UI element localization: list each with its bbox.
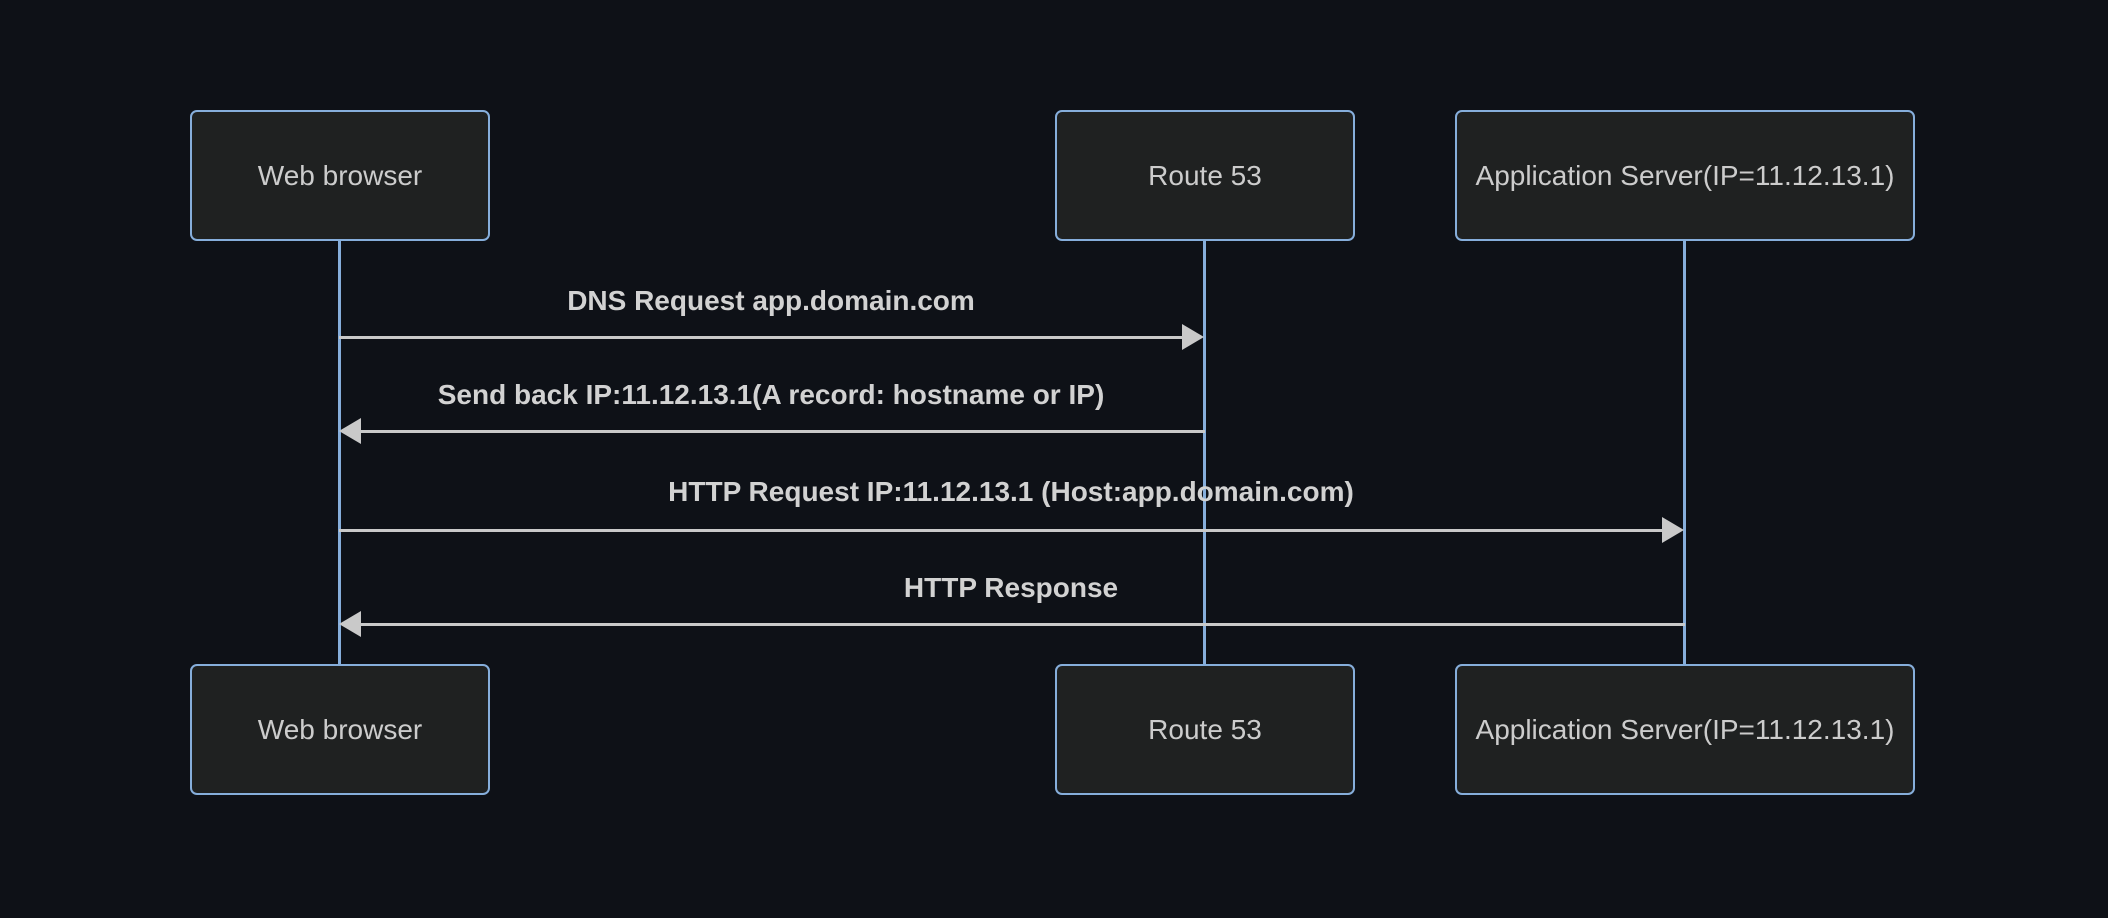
lifeline-web-browser xyxy=(338,241,341,664)
actor-label-app-server: Application Server(IP=11.12.13.1) xyxy=(1475,713,1895,745)
message-label-send-back-ip: Send back IP:11.12.13.1(A record: hostna… xyxy=(437,379,1105,410)
actor-box-web-browser-top: Web browser xyxy=(190,110,490,241)
actor-label-route53: Route 53 xyxy=(1148,713,1262,745)
actor-label-app-server: Application Server(IP=11.12.13.1) xyxy=(1475,159,1895,191)
actor-box-app-server-top: Application Server(IP=11.12.13.1) xyxy=(1455,110,1915,241)
actor-box-route53-top: Route 53 xyxy=(1055,110,1355,241)
arrowhead-left xyxy=(339,611,361,637)
actor-label-web-browser: Web browser xyxy=(257,713,423,745)
message-label-http-request: HTTP Request IP:11.12.13.1 (Host:app.dom… xyxy=(668,476,1354,507)
actor-box-app-server-bottom: Application Server(IP=11.12.13.1) xyxy=(1455,664,1915,795)
lifeline-route53 xyxy=(1203,241,1206,664)
arrowhead-right xyxy=(1662,517,1684,543)
message-arrow-http-response xyxy=(360,623,1685,626)
actor-box-web-browser-bottom: Web browser xyxy=(190,664,490,795)
actor-label-route53: Route 53 xyxy=(1148,159,1262,191)
message-arrow-dns-request xyxy=(339,336,1185,339)
lifeline-app-server xyxy=(1683,241,1686,664)
arrowhead-left xyxy=(339,418,361,444)
arrowhead-right xyxy=(1182,324,1204,350)
message-arrow-http-request xyxy=(339,529,1665,532)
message-arrow-send-back-ip xyxy=(360,430,1205,433)
message-label-http-response: HTTP Response xyxy=(903,572,1119,603)
message-label-dns-request: DNS Request app.domain.com xyxy=(567,285,975,316)
actor-label-web-browser: Web browser xyxy=(257,159,423,191)
actor-box-route53-bottom: Route 53 xyxy=(1055,664,1355,795)
